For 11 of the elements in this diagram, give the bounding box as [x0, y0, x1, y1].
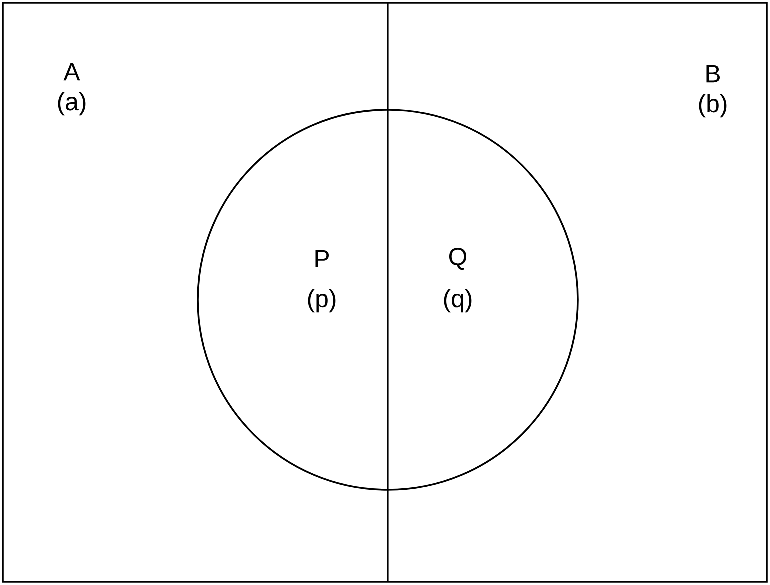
- node-label: Q: [449, 248, 467, 270]
- node-label: (p): [308, 289, 336, 313]
- node-label: (a): [58, 92, 86, 116]
- node-label: (b): [699, 94, 727, 118]
- circle: [197, 109, 579, 491]
- node-label: (q): [444, 289, 472, 313]
- node-label: P: [316, 250, 329, 268]
- region-label: A (a) B (b): [58, 63, 727, 118]
- region-label: P (p) Q (q): [308, 248, 472, 313]
- node-label: B: [706, 65, 720, 83]
- node-label: A: [64, 63, 80, 81]
